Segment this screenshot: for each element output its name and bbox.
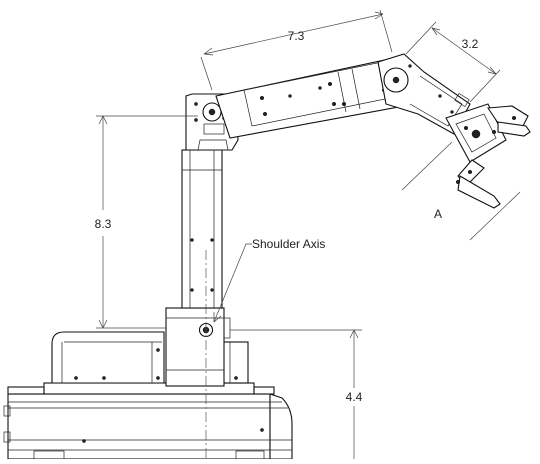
dimension-forearm-label: 8.3	[95, 217, 112, 231]
gripper	[445, 103, 531, 209]
shoulder-axis-label: Shoulder Axis	[252, 237, 325, 251]
shoulder-axis-leader	[213, 243, 252, 323]
dimension-shoulder-height-label: 4.4	[346, 390, 363, 404]
upper-arm	[215, 57, 405, 139]
tower	[181, 149, 223, 309]
dimension-wrist	[405, 21, 501, 103]
dimension-wrist-label: 3.2	[462, 37, 479, 51]
left-housing	[51, 331, 165, 384]
dimension-gripper-extent	[401, 141, 521, 241]
dimension-upper-arm	[200, 9, 393, 91]
shoulder-housing	[165, 307, 231, 387]
dimension-shoulder-height	[230, 329, 362, 459]
base-platform	[3, 393, 293, 460]
right-base-block	[221, 341, 249, 384]
dimension-upper-arm-label: 7.3	[288, 29, 305, 43]
dimension-forearm	[96, 115, 198, 329]
top-plate	[7, 382, 275, 395]
gripper-label: A	[434, 207, 442, 221]
